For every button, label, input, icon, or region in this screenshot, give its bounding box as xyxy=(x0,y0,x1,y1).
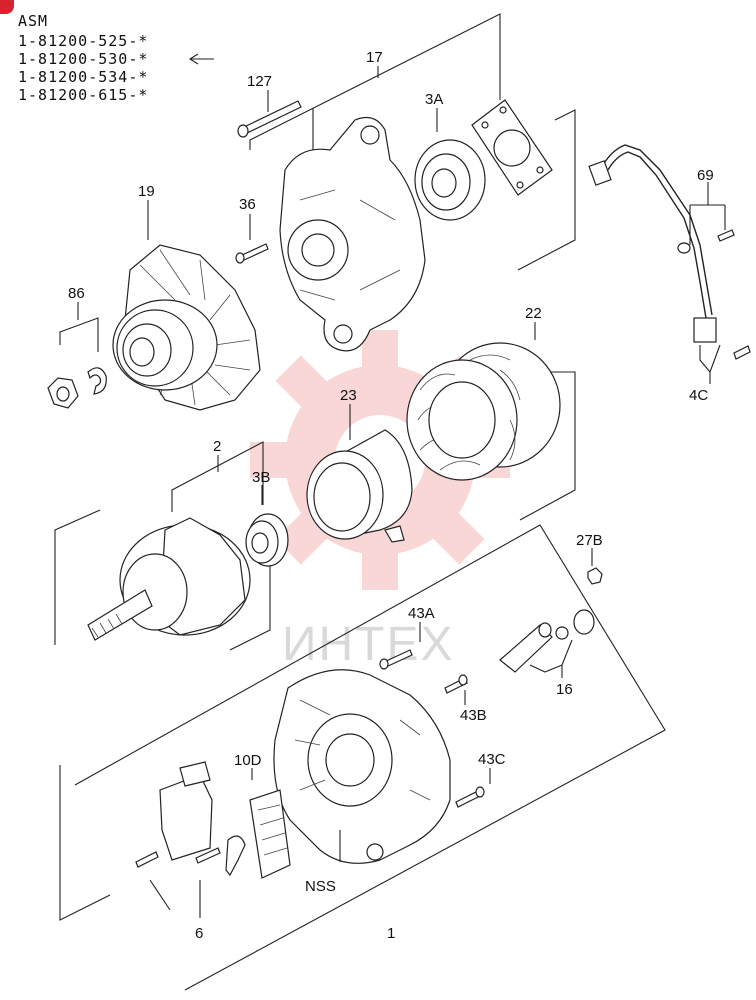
bracket-17 xyxy=(249,13,576,271)
callout-36: 36 xyxy=(239,196,256,213)
callout-16: 16 xyxy=(556,681,573,698)
part-43b-bolt xyxy=(444,674,468,705)
asm-code-3: 1-81200-534-* xyxy=(18,68,148,86)
callout-69: 69 xyxy=(697,167,714,184)
corner-badge xyxy=(0,0,14,14)
part-69-harness xyxy=(588,144,735,319)
asm-code-block: ASM 1-81200-525-* 1-81200-530-* 1-81200-… xyxy=(18,12,214,104)
callout-labels: 127 17 3A 19 36 69 86 22 4C 23 2 3B 27B … xyxy=(68,49,714,942)
part-6-regulator xyxy=(135,761,246,918)
callout-6: 6 xyxy=(195,925,203,942)
callout-3a: 3A xyxy=(425,91,443,108)
asm-code-2: 1-81200-530-* xyxy=(18,50,148,68)
asm-title: ASM xyxy=(18,12,48,30)
asm-code-4: 1-81200-615-* xyxy=(18,86,148,104)
callout-1: 1 xyxy=(387,925,395,942)
part-16-terminal xyxy=(499,609,595,678)
callout-3b: 3B xyxy=(252,469,270,486)
part-43c-bolt xyxy=(455,768,491,808)
part-4c-terminal xyxy=(693,317,751,384)
callout-86: 86 xyxy=(68,285,85,302)
part-22-stator xyxy=(406,322,576,521)
callout-2: 2 xyxy=(213,438,221,455)
part-127-bolt xyxy=(237,90,302,138)
selected-arrow-icon xyxy=(188,53,214,65)
callout-10d: 10D xyxy=(234,752,262,769)
part-36-screw xyxy=(235,214,269,264)
callout-27b: 27B xyxy=(576,532,603,549)
part-3b-bearing xyxy=(245,485,289,567)
callout-19: 19 xyxy=(138,183,155,200)
callout-43b: 43B xyxy=(460,707,487,724)
part-17-front-housing xyxy=(279,117,426,352)
callout-22: 22 xyxy=(525,305,542,322)
part-2-rotor xyxy=(54,441,271,651)
asm-code-1: 1-81200-525-* xyxy=(18,32,148,50)
part-plate xyxy=(471,99,553,196)
part-19-fan xyxy=(112,200,261,411)
callout-127: 127 xyxy=(247,73,272,90)
part-27b-nut xyxy=(587,548,603,585)
callout-17: 17 xyxy=(366,49,383,66)
part-10d-rectifier xyxy=(249,768,291,879)
callout-nss: NSS xyxy=(305,878,336,895)
watermark-text: ИНТЕХ xyxy=(282,618,455,671)
callout-23: 23 xyxy=(340,387,357,404)
callout-43c: 43C xyxy=(478,751,506,768)
part-23-sleeve xyxy=(306,404,413,543)
part-43a-bolt xyxy=(379,622,421,670)
callout-43a: 43A xyxy=(408,605,435,622)
part-1-rear-housing xyxy=(59,524,666,991)
part-3a-bearing xyxy=(414,108,486,221)
callout-4c: 4C xyxy=(689,387,708,404)
part-86-nut-washer xyxy=(47,302,107,409)
